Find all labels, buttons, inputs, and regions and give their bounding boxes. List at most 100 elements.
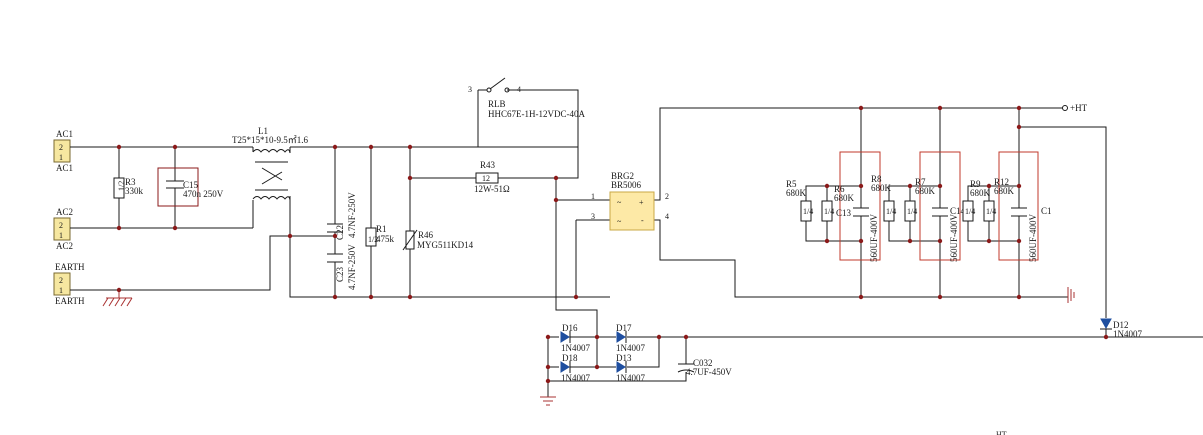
r6-body: 1/4	[824, 207, 834, 216]
c14-ref: C14	[950, 206, 966, 216]
resistor-r6[interactable]: 1/4 R6 680K	[821, 184, 855, 222]
brg2-ac-top: ~	[617, 198, 622, 207]
rlb-pin4: 4	[517, 85, 521, 94]
capacitor-c23[interactable]: C23 4.7NF-250V	[327, 244, 357, 290]
capacitor-c14[interactable]: C14 560UF-400V	[932, 206, 966, 262]
r12-body: 1/4	[986, 207, 996, 216]
r12-ref: R12	[994, 177, 1009, 187]
d17-ref: D17	[616, 323, 632, 333]
diode-d12[interactable]: D12 1N4007	[1100, 318, 1142, 339]
r12-value: 680K	[994, 186, 1015, 196]
connector-ac2[interactable]: 2 1 AC2 AC2	[53, 207, 73, 251]
earth-pin2: 2	[59, 276, 63, 285]
resistor-r12[interactable]: 1/4 R12 680K	[983, 177, 1015, 222]
diode-network-wires	[547, 336, 1203, 397]
c032-ref: C032	[693, 358, 713, 368]
r5-ref: R5	[786, 179, 797, 189]
resistor-r8-label: R8 680K	[871, 174, 892, 193]
d13-value: 1N4007	[616, 373, 645, 383]
capacitor-c1[interactable]: C1 560UF-400V	[1011, 206, 1052, 262]
d16-ref: D16	[562, 323, 578, 333]
d12-value: 1N4007	[1113, 329, 1142, 339]
c14-value: 560UF-400V	[949, 213, 959, 262]
r8-value: 680K	[871, 183, 892, 193]
input-wires	[70, 89, 1068, 340]
d18-value: 1N4007	[561, 373, 590, 383]
c23-ref: C23	[335, 266, 345, 282]
d12-ref: D12	[1113, 320, 1129, 330]
d13-ref: D13	[616, 353, 632, 363]
c23-value: 4.7NF-250V	[347, 244, 357, 290]
ht-label: +HT	[1070, 103, 1088, 113]
diode-d16[interactable]: D16 1N4007	[560, 323, 590, 353]
ac2-label-bottom: AC2	[56, 241, 73, 251]
connector-ac1[interactable]: 2 1 AC1 AC1	[53, 129, 73, 173]
c13-ref: C13	[836, 208, 852, 218]
brg2-value: BR5006	[611, 180, 642, 190]
cap-group-box-3	[998, 151, 1039, 261]
resistor-r3[interactable]: 1/2 R3 330k	[113, 177, 144, 199]
d17-value: 1N4007	[616, 343, 645, 353]
ground-symbol-bottom	[540, 396, 556, 406]
resistor-r43[interactable]: 12 R43 12W-51Ω	[474, 160, 510, 194]
diode-d18[interactable]: D18 1N4007	[560, 353, 590, 383]
capacitor-c032[interactable]: C032 4.7UF-450V	[677, 358, 732, 377]
brg2-pin3: 3	[591, 212, 595, 221]
r5-body: 1/4	[803, 207, 813, 216]
brg2-pin2: 2	[665, 192, 669, 201]
r9-ref: R9	[970, 179, 981, 189]
capacitor-c13[interactable]: C13 560UF-400V	[836, 207, 879, 262]
brg2-pin1: 1	[591, 192, 595, 201]
bridge-rectifier-brg2[interactable]: BRG2 BR5006 1 3 2 4 ~ ~ + -	[591, 171, 669, 231]
brg2-pin4: 4	[665, 212, 669, 221]
brg2-plus: +	[639, 198, 644, 207]
r9-body: 1/4	[965, 207, 975, 216]
r3-body: 1/2	[117, 181, 126, 191]
inductor-l1[interactable]: L1 T25*15*10-9.5㎡1.6	[232, 126, 308, 201]
ac2-label-top: AC2	[56, 207, 73, 217]
ac2-pin2: 2	[59, 221, 63, 230]
r1-body: 1/2	[368, 235, 378, 244]
r43-value: 12W-51Ω	[474, 184, 510, 194]
c15-value: 470n 250V	[183, 189, 224, 199]
resistor-r7[interactable]: 1/4 1/4 R7 680K	[883, 177, 936, 222]
brg2-ref: BRG2	[611, 171, 634, 181]
connector-earth[interactable]: 2 1 EARTH EARTH	[53, 262, 85, 306]
earth-pin1: 1	[59, 286, 63, 295]
diode-d17[interactable]: D17 1N4007	[616, 323, 645, 353]
capacitor-c15[interactable]: C15 470n 250V	[157, 167, 224, 207]
r1-value: 475k	[376, 234, 395, 244]
r46-value: MYG511KD14	[417, 240, 474, 250]
rlb-value: HHC67E-1H-12VDC-40A	[488, 109, 585, 119]
ht-terminal[interactable]: +HT	[1062, 103, 1088, 113]
r6-ref: R6	[834, 184, 845, 194]
c032-value: 4.7UF-450V	[686, 367, 732, 377]
resistor-r1[interactable]: 1/2 R1 475k	[365, 224, 395, 247]
r46-ref: R46	[418, 230, 434, 240]
c1-ref: C1	[1041, 206, 1052, 216]
relay-rlb[interactable]: 3 4 RLB HHC67E-1H-12VDC-40A	[468, 77, 585, 119]
r1-ref: R1	[376, 224, 387, 234]
diode-d13[interactable]: D13 1N4007	[616, 353, 645, 383]
r6-value: 680K	[834, 193, 855, 203]
r5-value: 680K	[786, 188, 807, 198]
r43-ref: R43	[480, 160, 496, 170]
r43-body: 12	[482, 174, 490, 183]
r7-ref: R7	[915, 177, 926, 187]
capacitor-c22[interactable]: C22 4.7NF-250V	[327, 192, 357, 240]
earth-label-top: EARTH	[55, 262, 85, 272]
r9-value: 680K	[970, 188, 991, 198]
rlb-ref: RLB	[488, 99, 506, 109]
earth-ground-symbol	[102, 290, 133, 307]
cap-bank-wires	[805, 108, 1107, 318]
resistor-r9[interactable]: 1/4 R9 680K	[962, 179, 991, 222]
c15-ref: C15	[183, 180, 199, 190]
rlb-pin3: 3	[468, 85, 472, 94]
varistor-r46[interactable]: R46 MYG511KD14	[402, 229, 474, 251]
junction-dots	[116, 105, 1109, 384]
l1-value: T25*15*10-9.5㎡1.6	[232, 135, 308, 145]
r3-ref: R3	[125, 177, 136, 187]
resistor-r5[interactable]: 1/4 R5 680K	[786, 179, 813, 222]
d18-ref: D18	[562, 353, 578, 363]
